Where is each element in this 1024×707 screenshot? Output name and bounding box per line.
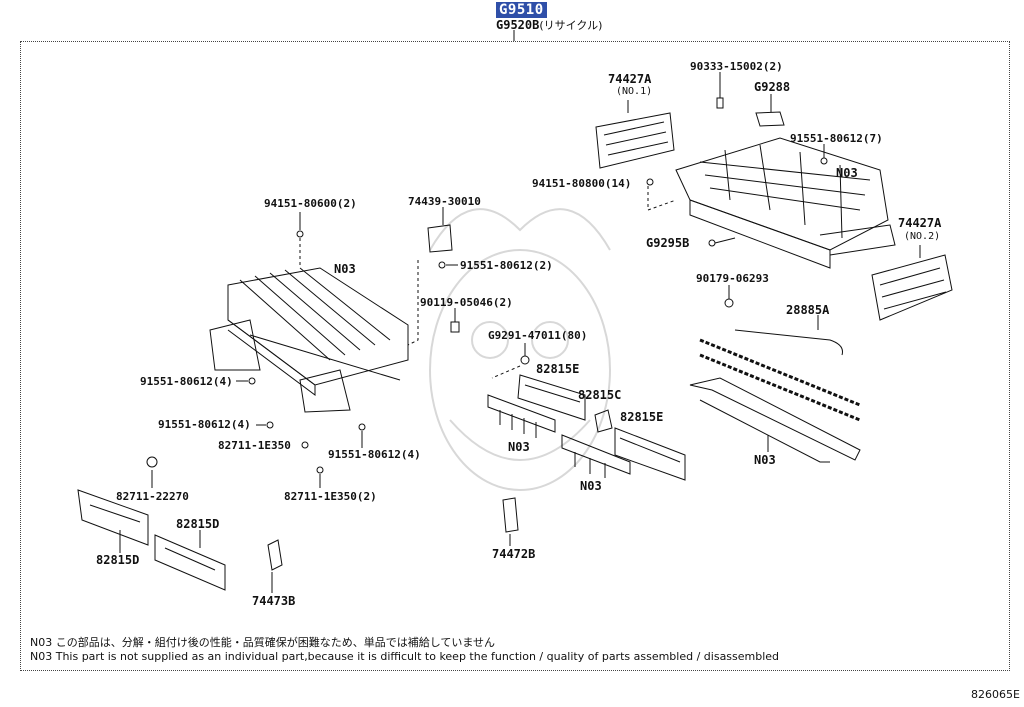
label-82815d-top[interactable]: 82815D bbox=[176, 517, 220, 531]
label-74427a-no2[interactable]: 74427A bbox=[898, 216, 942, 230]
label-91551-80612-4-c[interactable]: 91551-80612(4) bbox=[328, 448, 421, 461]
frame-n03-tubes bbox=[689, 377, 861, 463]
upper-cover-assembly bbox=[675, 137, 896, 269]
part-number-sub-code[interactable]: G9520B bbox=[496, 18, 540, 32]
label-28885a[interactable]: 28885A bbox=[786, 303, 830, 317]
label-82815c[interactable]: 82815C bbox=[578, 388, 622, 402]
label-74439-30010[interactable]: 74439-30010 bbox=[408, 195, 481, 208]
bracket-74439 bbox=[427, 224, 453, 253]
watermark-crest bbox=[429, 208, 611, 491]
bolt-91551-top bbox=[820, 157, 828, 165]
part-number-highlighted[interactable]: G9510 bbox=[496, 2, 547, 18]
label-82815d-bottom[interactable]: 82815D bbox=[96, 553, 140, 567]
label-n03-bus-b: N03 bbox=[580, 479, 602, 493]
label-n03-tubes: N03 bbox=[754, 453, 776, 467]
label-74472b[interactable]: 74472B bbox=[492, 547, 536, 561]
label-82815e-b[interactable]: 82815E bbox=[620, 410, 664, 424]
plate-82815d-right bbox=[154, 534, 226, 591]
label-82711-22270[interactable]: 82711-22270 bbox=[116, 490, 189, 503]
label-74427a-no1[interactable]: 74427A bbox=[608, 72, 652, 86]
note-japanese: N03 この部品は、分解・組付け後の性能・品質確保が困難なため、単品では補給して… bbox=[30, 636, 496, 649]
nut-94151-14 bbox=[646, 178, 654, 186]
sheet-g9288 bbox=[755, 111, 785, 127]
part-number-sub[interactable]: G9520B(リサイクル) bbox=[496, 17, 602, 33]
diagram-frame bbox=[20, 41, 1010, 671]
battery-stack-n03 bbox=[209, 267, 409, 413]
spacer-74473b bbox=[267, 539, 283, 571]
label-g9288[interactable]: G9288 bbox=[754, 80, 791, 94]
pin-90333 bbox=[716, 97, 724, 109]
part-number-sub-note: (リサイクル) bbox=[539, 19, 603, 32]
label-91551-80612-7[interactable]: 91551-80612(7) bbox=[790, 132, 883, 145]
bus-bar-82815e-b bbox=[614, 427, 686, 481]
label-91551-80612-4-a[interactable]: 91551-80612(4) bbox=[140, 375, 233, 388]
bus-bar-n03-b bbox=[561, 434, 631, 478]
plate-82815d-left bbox=[77, 489, 149, 546]
bus-bar-n03-a bbox=[487, 394, 556, 438]
label-g9295b[interactable]: G9295B bbox=[646, 236, 690, 250]
diagram-code: 826065E bbox=[971, 688, 1020, 701]
label-n03-stack: N03 bbox=[334, 262, 356, 276]
label-74427a-no1-sub: (NO.1) bbox=[616, 86, 653, 97]
plate-74427a-no1 bbox=[595, 112, 675, 169]
label-82711-1e350[interactable]: 82711-1E350 bbox=[218, 439, 291, 452]
label-82711-1e350-2[interactable]: 82711-1E350(2) bbox=[284, 490, 377, 503]
nut-g9291 bbox=[520, 355, 530, 365]
label-91551-80612-2[interactable]: 91551-80612(2) bbox=[460, 259, 553, 272]
label-82815e-a[interactable]: 82815E bbox=[536, 362, 580, 376]
label-94151-80800-14[interactable]: 94151-80800(14) bbox=[532, 177, 632, 190]
label-94151-80600-2[interactable]: 94151-80600(2) bbox=[264, 197, 357, 210]
label-n03-cover: N03 bbox=[836, 166, 858, 180]
label-n03-bus-a: N03 bbox=[508, 440, 530, 454]
nut-90179 bbox=[724, 298, 734, 308]
label-74473b[interactable]: 74473B bbox=[252, 594, 296, 608]
harness-28885a bbox=[699, 329, 861, 422]
label-91551-80612-4-b[interactable]: 91551-80612(4) bbox=[158, 418, 251, 431]
grommet-82711-22270 bbox=[146, 456, 158, 468]
note-english: N03 This part is not supplied as an indi… bbox=[30, 650, 780, 663]
bus-bar-82815e-a bbox=[517, 374, 586, 421]
label-g9291-47011-80[interactable]: G9291-47011(80) bbox=[488, 329, 588, 342]
label-74427a-no2-sub: (NO.2) bbox=[904, 231, 941, 242]
label-90333-15002[interactable]: 90333-15002(2) bbox=[690, 60, 783, 73]
clip-82815c bbox=[594, 409, 613, 433]
plate-74427a-no2 bbox=[871, 254, 953, 321]
label-90179-06293[interactable]: 90179-06293 bbox=[696, 272, 769, 285]
label-90119-05046-2[interactable]: 90119-05046(2) bbox=[420, 296, 513, 309]
spacer-74472b bbox=[502, 497, 519, 533]
